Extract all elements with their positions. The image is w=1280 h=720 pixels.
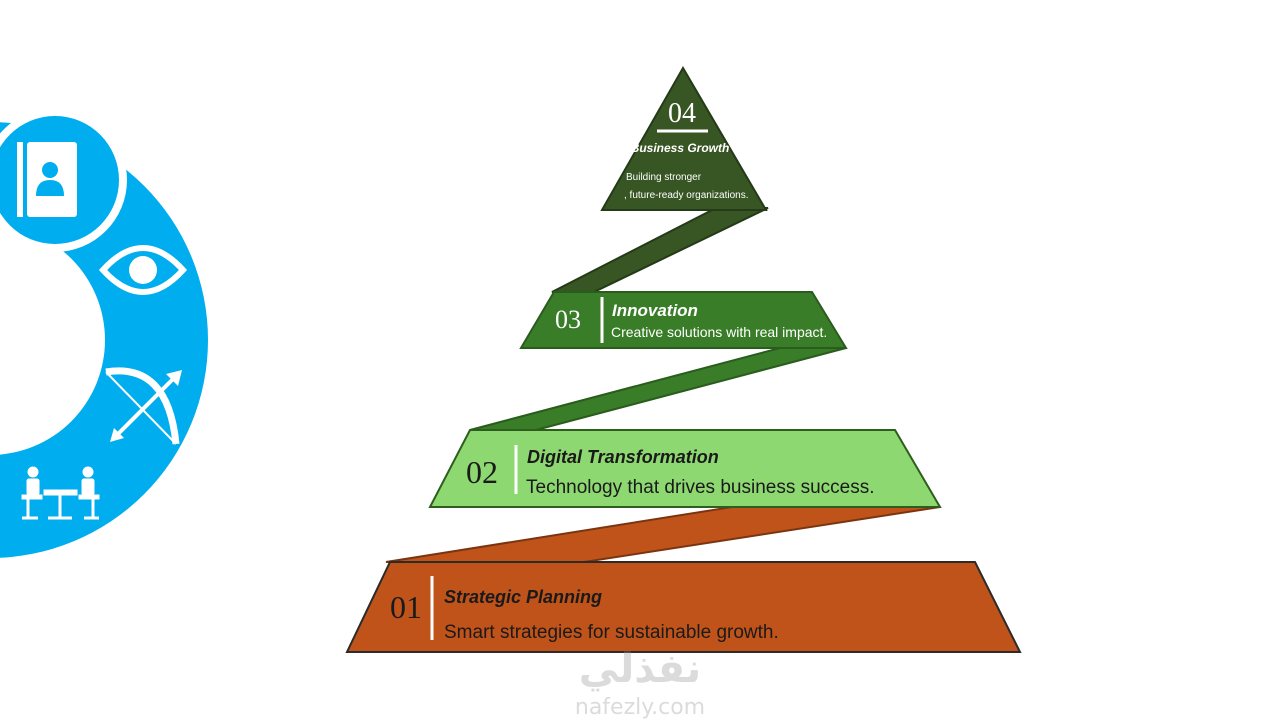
tier-01: 01 Strategic Planning Smart strategies f… <box>345 561 1022 653</box>
tier-04-description-line2: , future-ready organizations. <box>624 190 749 201</box>
tier-03-title: Innovation <box>612 301 698 320</box>
tier-03-description: Creative solutions with real impact. <box>611 324 827 340</box>
watermark: نفذلي nafezly.com <box>575 646 705 720</box>
tier-01-title: Strategic Planning <box>444 587 602 607</box>
tier-04-description-line1: Building stronger <box>626 172 702 183</box>
tier-04-number: 04 <box>668 98 696 129</box>
meeting-icon[interactable] <box>21 466 100 520</box>
tier-02-description: Technology that drives business success. <box>526 477 875 498</box>
tier-04-title: Business Growth <box>631 141 730 155</box>
tier-01-description: Smart strategies for sustainable growth. <box>444 622 779 643</box>
watermark-domain: nafezly.com <box>575 695 705 720</box>
eye-icon[interactable] <box>98 245 188 295</box>
connector-03-02 <box>469 347 847 431</box>
tier-01-number: 01 <box>390 589 422 625</box>
tier-02: 02 Digital Transformation Technology tha… <box>428 429 942 508</box>
bow-arrow-icon[interactable] <box>105 367 182 445</box>
contact-book-icon[interactable] <box>17 142 77 217</box>
connector-02-01 <box>385 506 941 563</box>
tier-02-title: Digital Transformation <box>527 447 719 467</box>
side-arc-hole <box>0 225 105 455</box>
tier-03: 03 Innovation Creative solutions with re… <box>519 291 848 349</box>
side-panel <box>0 108 208 558</box>
tier-02-number: 02 <box>466 454 498 490</box>
tier-02-shape <box>428 429 942 508</box>
tier-03-number: 03 <box>555 305 581 334</box>
tier-04-shape <box>600 66 768 211</box>
watermark-arabic: نفذلي <box>579 646 701 692</box>
tier-04: 04 Business Growth Building stronger , f… <box>600 66 768 211</box>
tier-01-shape <box>345 561 1022 653</box>
connector-04-03 <box>551 207 769 293</box>
